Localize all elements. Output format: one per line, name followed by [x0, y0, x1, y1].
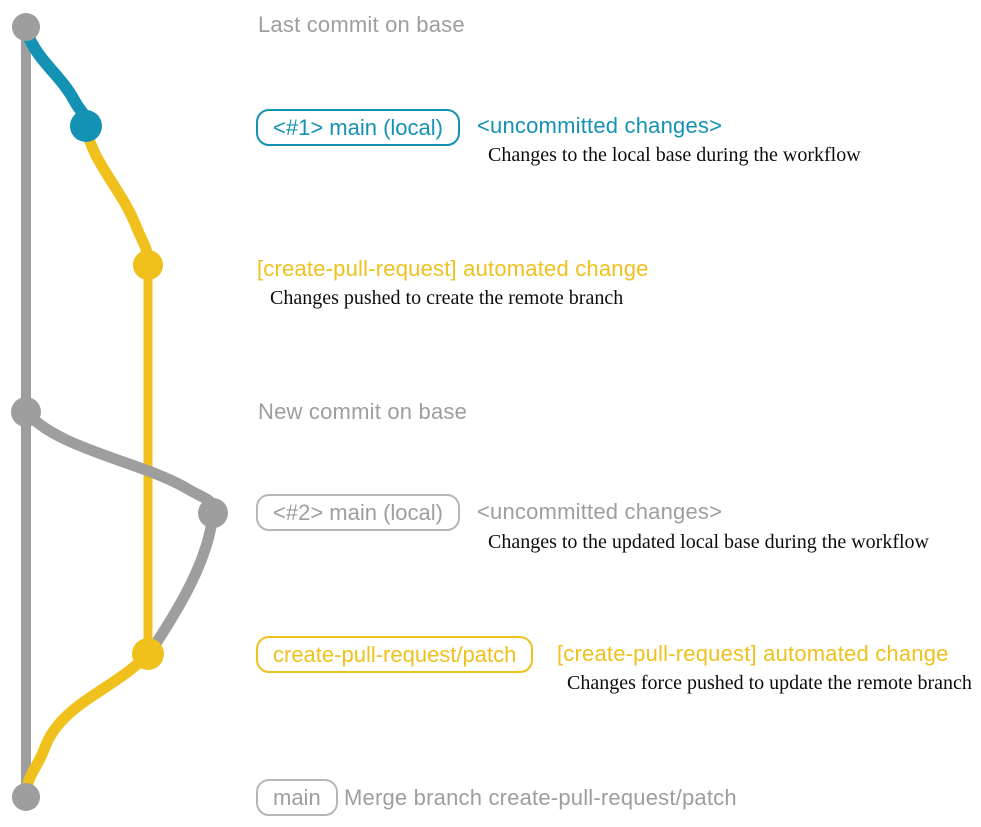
- branch-badge-main-local-2: <#2> main (local): [256, 494, 460, 531]
- branch-badge-main-local-1: <#1> main (local): [256, 109, 460, 146]
- branch-badge-main: main: [256, 779, 338, 816]
- commit-dot-patch-1: [133, 250, 163, 280]
- uncommitted-changes-title-1: <uncommitted changes>: [477, 113, 723, 138]
- uncommitted-changes-note-1: Changes to the local base during the wor…: [488, 144, 861, 166]
- merge-commit-label: Merge branch create-pull-request/patch: [344, 785, 737, 810]
- new-commit-label: New commit on base: [258, 399, 468, 424]
- branch-badge-patch: create-pull-request/patch: [256, 636, 534, 673]
- uncommitted-changes-title-2: <uncommitted changes>: [477, 499, 723, 524]
- patch-branch-create-line: [80, 121, 154, 272]
- updated-main-to-patch-line: [143, 507, 219, 660]
- commit-dot-new-base: [11, 397, 41, 427]
- automated-change-title-1: [create-pull-request] automated change: [257, 256, 649, 281]
- patch-merge-line: [20, 648, 154, 803]
- automated-change-note-2: Changes force pushed to update the remot…: [567, 672, 972, 694]
- local-main-branch-line: [20, 24, 92, 133]
- updated-main-branch-line: [20, 405, 219, 519]
- automated-change-note-1: Changes pushed to create the remote bran…: [270, 287, 624, 309]
- commit-graph: [11, 13, 228, 811]
- commit-dot-last-base: [12, 13, 40, 41]
- commit-dot-patch-2: [132, 638, 164, 670]
- automated-change-title-2: [create-pull-request] automated change: [557, 641, 949, 666]
- commit-dot-merge: [12, 783, 40, 811]
- uncommitted-changes-note-2: Changes to the updated local base during…: [488, 531, 929, 553]
- last-commit-label: Last commit on base: [258, 12, 465, 37]
- commit-dot-main-2: [198, 498, 228, 528]
- commit-dot-main-1: [70, 110, 102, 142]
